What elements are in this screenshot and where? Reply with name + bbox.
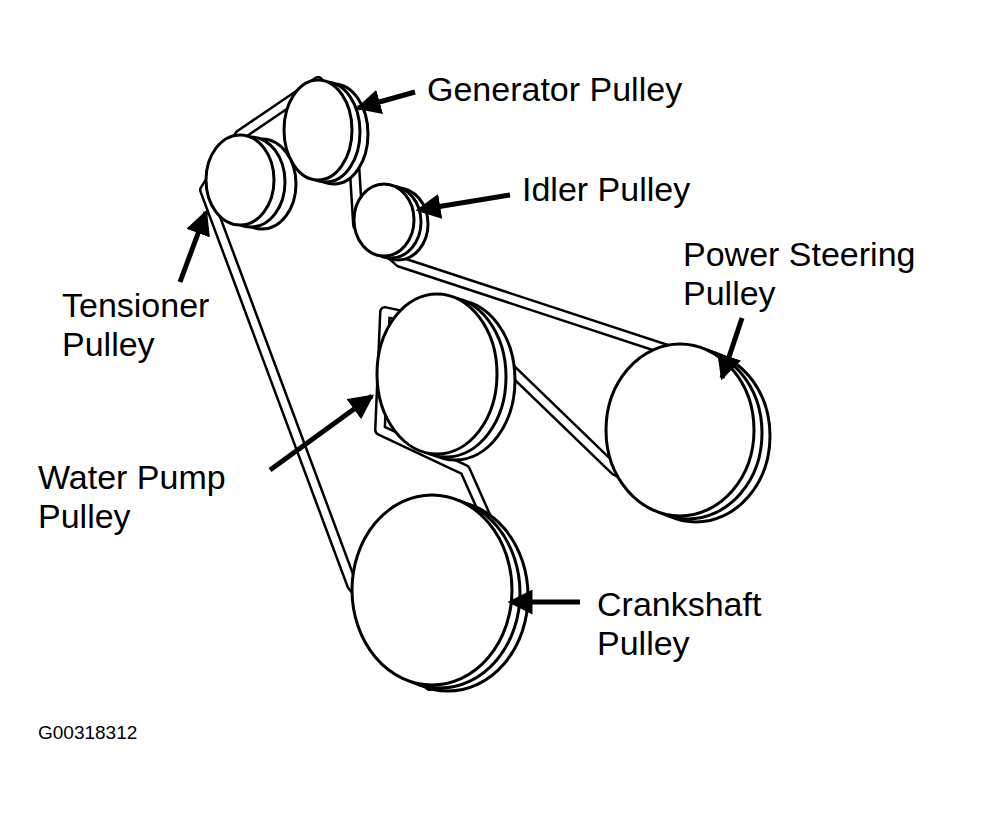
part-label: Generator Pulley xyxy=(427,70,747,109)
water-pump-pulley xyxy=(377,294,515,460)
part-label: Power Steering Pulley xyxy=(683,235,963,313)
part-label: Tensioner Pulley xyxy=(62,286,252,364)
idler-pulley xyxy=(354,184,428,260)
tensioner-pulley xyxy=(206,135,296,229)
part-label: Idler Pulley xyxy=(522,170,762,209)
part-label: Crankshaft Pulley xyxy=(597,585,827,663)
leader-arrows xyxy=(180,92,742,602)
figure-id: G00318312 xyxy=(38,722,238,744)
part-label: Water Pump Pulley xyxy=(38,458,278,536)
power-steering-pulley xyxy=(606,344,770,522)
generator-pulley xyxy=(284,80,368,184)
crankshaft-pulley xyxy=(352,495,528,691)
